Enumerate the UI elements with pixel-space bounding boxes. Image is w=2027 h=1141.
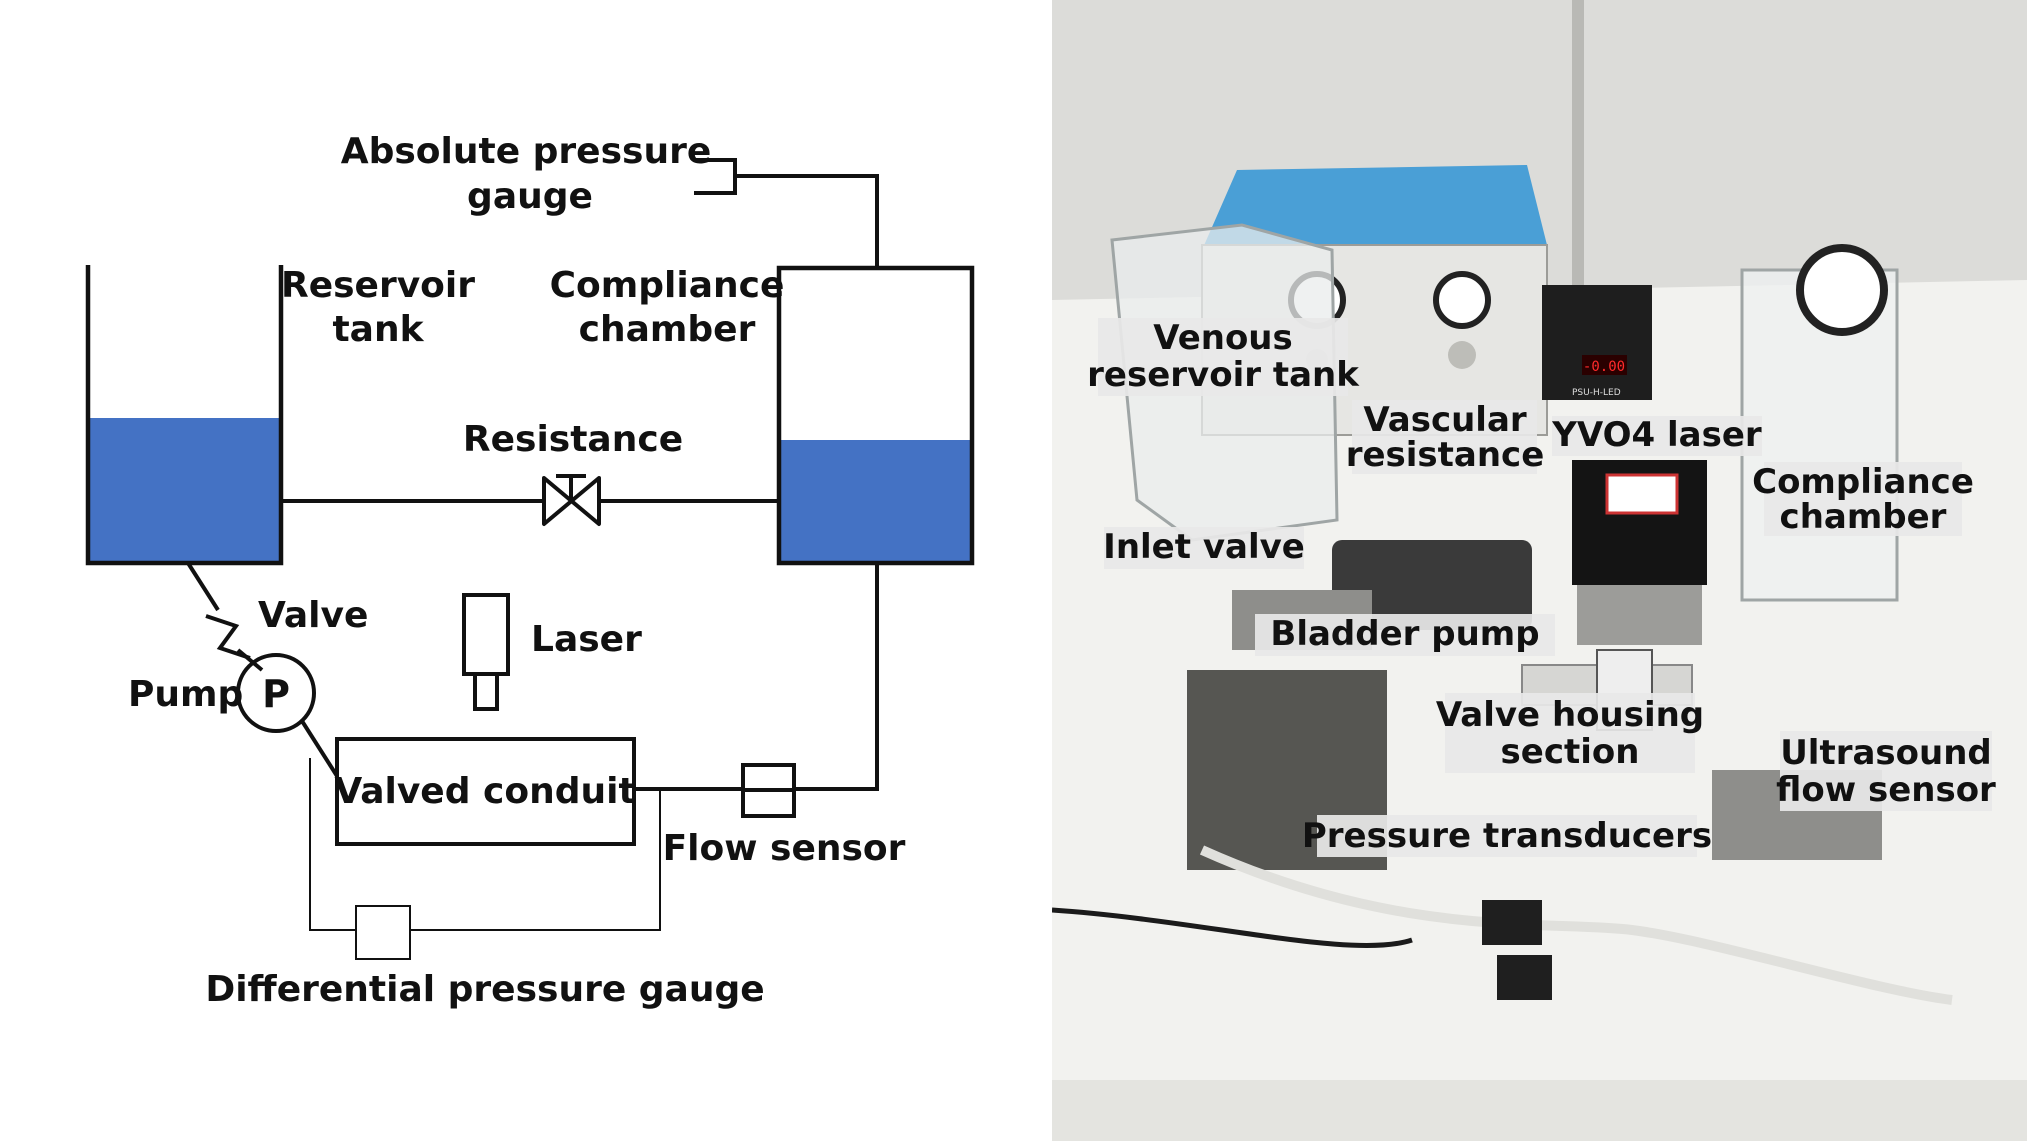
laser-tip [473,672,499,711]
compliance-water [779,440,972,563]
laser-label: YVO4 laser [1551,415,1762,455]
vascular-label-2: resistance [1346,435,1545,475]
vascular-label-1: Vascular [1363,400,1527,440]
tubing-main [1199,845,1953,1005]
label-bg-compliance [1764,462,1962,536]
valve-housing-label-1: Valve housing [1436,695,1704,735]
control-box-lid [1202,165,1547,250]
pressure-transducers-label: Pressure transducers [1302,816,1712,856]
diff-gauge-line-right [410,789,661,931]
pressure-transducer-2 [1497,955,1552,1000]
experimental-setup-photo: -0.00 PSU-H-LED Venous reservoir tank Va… [1052,0,2027,1141]
reservoir-tank [85,265,284,566]
ultrasound-label-2: flow sensor [1776,770,1996,810]
absolute-gauge-label-1: Absolute pressure [341,131,712,172]
wall-seam [1572,0,1584,330]
absolute-gauge-pipe [735,174,879,268]
reservoir-outlet-pipe [186,561,220,612]
pump-label: Pump [128,674,243,715]
laser-display-value: -0.00 [1583,359,1625,375]
label-bg-vascular [1352,400,1537,474]
check-valve-symbol [205,614,251,660]
compliance-label-2: chamber [579,309,756,350]
venous-label-1: Venous [1153,318,1293,358]
laser-display [1582,355,1627,375]
venous-label-2: reservoir tank [1087,355,1360,395]
laser-device-text: PSU-H-LED [1572,388,1621,398]
reservoir-water [88,418,281,563]
absolute-pressure-gauge-dial [1796,244,1888,336]
label-bg-bladder [1255,614,1555,656]
pump-to-conduit-pipe [300,719,339,778]
reservoir-label-1: Reservoir [281,265,475,306]
label-bg-transducers [1317,815,1697,857]
valve-to-pump-pipe [236,648,264,672]
resistance-label: Resistance [463,419,683,460]
pump-circle [236,653,316,733]
label-bg-ultrasound [1780,731,1992,811]
diff-gauge-box [355,905,411,960]
pressure-dial-2 [1433,271,1491,329]
circuit-schematic: Absolute pressure gauge Reservoir tank C… [85,131,975,1010]
compliance-label-2: chamber [1780,497,1947,537]
label-bg-laser [1552,416,1762,456]
resistance-valve-symbol [542,476,601,526]
ultrasound-label-1: Ultrasound [1780,733,1992,773]
flow-sensor-label: Flow sensor [663,828,906,869]
laser-body [462,593,510,676]
inlet-valve-label: Inlet valve [1103,527,1305,567]
laser-power-supply [1542,285,1652,400]
reservoir-label-2: tank [332,309,424,350]
pressure-transducer-1 [1482,900,1542,945]
valved-conduit-label: Valved conduit [334,771,635,812]
absolute-gauge-label-2: gauge [467,176,593,217]
laser-sticker [1605,473,1679,515]
label-bg-venous [1098,318,1348,396]
compliance-label-1: Compliance [1752,462,1974,502]
compliance-label-1: Compliance [550,265,785,306]
valve-label: Valve [258,595,368,636]
cable-black [1052,907,1413,949]
label-bg-inlet [1104,527,1304,569]
knob-2 [1448,341,1476,369]
laser-label: Laser [531,619,642,660]
valve-housing-label-2: section [1501,732,1640,772]
diff-gauge-line-left [309,758,356,931]
diff-gauge-label: Differential pressure gauge [205,969,764,1010]
pump-symbol: P [262,672,290,716]
return-pipe [794,563,879,791]
bladder-pump-label: Bladder pump [1270,614,1539,654]
laser-lab-jack [1577,585,1702,645]
bladder-pump-body [1332,540,1532,630]
label-bg-valve-housing [1445,693,1695,773]
valved-conduit-box [335,737,636,846]
table-shadow [1052,1080,2027,1141]
